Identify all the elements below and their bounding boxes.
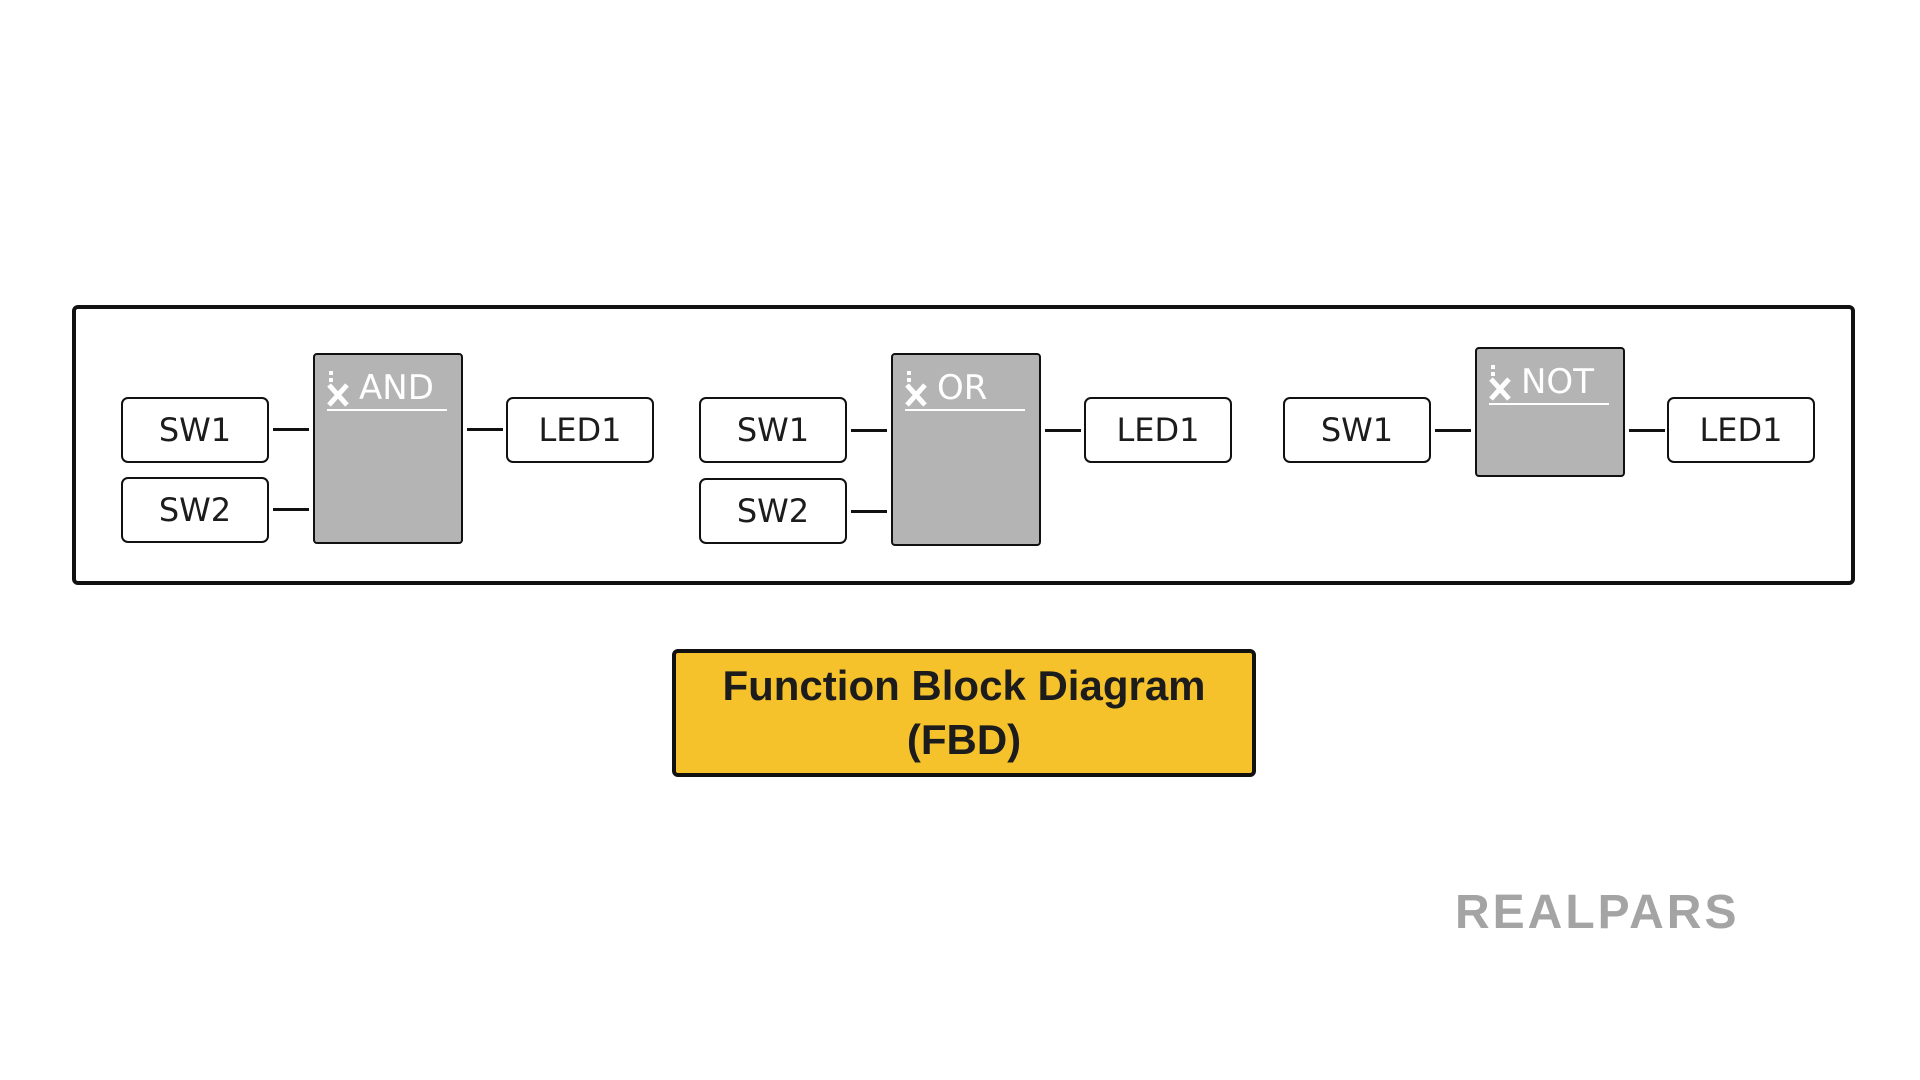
output-label: LED1 <box>538 411 622 449</box>
variable-x-icon <box>905 371 927 407</box>
input-label: SW1 <box>736 411 810 449</box>
output-label: LED1 <box>1116 411 1200 449</box>
input-sw1: SW1 <box>699 397 847 463</box>
wire <box>273 508 309 511</box>
not-function-block: NOT <box>1475 347 1625 477</box>
block-header: NOT <box>1489 355 1609 405</box>
block-header: AND <box>327 361 447 411</box>
input-label: SW1 <box>1320 411 1394 449</box>
wire <box>851 510 887 513</box>
realpars-logo: REALPARS <box>1455 886 1740 939</box>
output-led1: LED1 <box>1667 397 1815 463</box>
wire <box>467 428 503 431</box>
wire <box>851 429 887 432</box>
variable-x-icon <box>327 371 349 407</box>
input-sw1: SW1 <box>121 397 269 463</box>
caption-line-1: Function Block Diagram <box>722 662 1206 709</box>
output-label: LED1 <box>1699 411 1783 449</box>
block-name: AND <box>359 368 434 408</box>
diagram-caption: Function Block Diagram (FBD) <box>672 649 1256 777</box>
or-function-block: OR <box>891 353 1041 546</box>
and-function-block: AND <box>313 353 463 544</box>
variable-x-icon <box>1489 365 1511 401</box>
input-label: SW1 <box>158 411 232 449</box>
input-sw2: SW2 <box>121 477 269 543</box>
wire <box>1045 429 1081 432</box>
block-header: OR <box>905 361 1025 411</box>
wire <box>273 428 309 431</box>
output-led1: LED1 <box>506 397 654 463</box>
wire <box>1435 429 1471 432</box>
caption-line-2: (FBD) <box>906 716 1022 763</box>
wire <box>1629 429 1665 432</box>
block-name: OR <box>937 368 988 408</box>
output-led1: LED1 <box>1084 397 1232 463</box>
block-name: NOT <box>1521 362 1594 402</box>
input-label: SW2 <box>158 491 232 529</box>
input-sw1: SW1 <box>1283 397 1431 463</box>
input-label: SW2 <box>736 492 810 530</box>
input-sw2: SW2 <box>699 478 847 544</box>
